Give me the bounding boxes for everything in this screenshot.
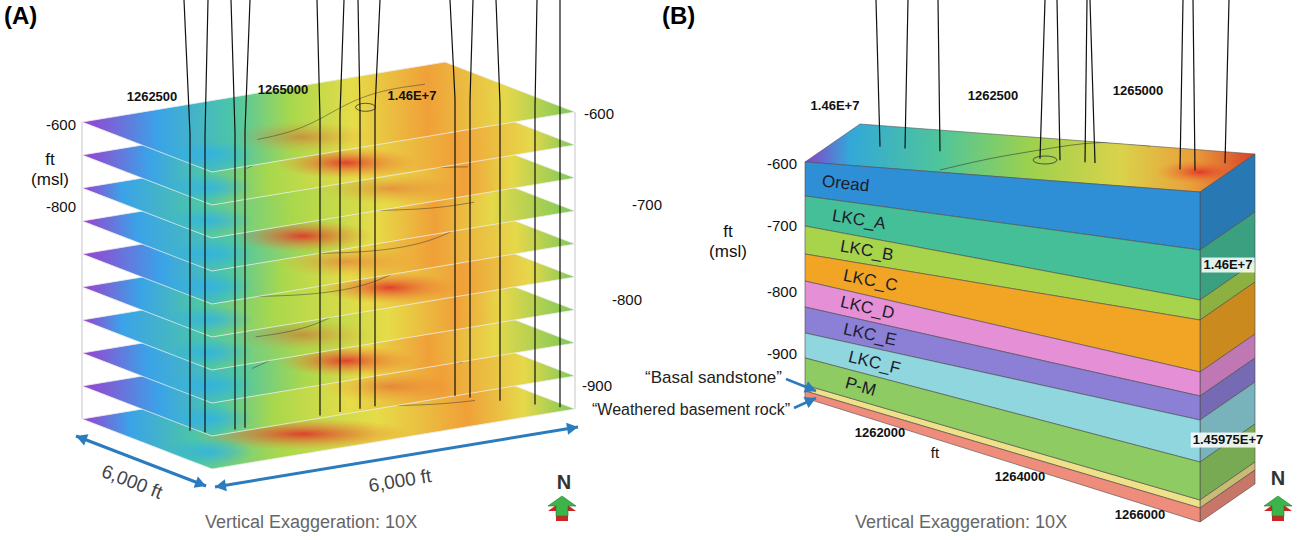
north-arrow-top [548, 496, 576, 516]
low-value-patch [164, 438, 254, 466]
layer-block [805, 124, 1255, 522]
axis-value: 1.46E+7 [388, 89, 437, 104]
slice-surface [82, 62, 575, 172]
well-path [358, 0, 360, 409]
frame-line [82, 122, 83, 419]
elevation-value: -800 [767, 283, 797, 300]
well-path [245, 0, 250, 428]
elevation-value: -700 [632, 196, 662, 213]
axis-value: 1.46E+7 [1202, 258, 1255, 273]
slice-stack [82, 62, 575, 469]
frame-line [575, 112, 576, 409]
band-face [805, 358, 1200, 500]
well-path [1057, 0, 1060, 160]
well-path [205, 0, 208, 432]
low-value-patch [164, 240, 254, 268]
high-value-patch [233, 121, 373, 153]
axis-unit: ft [931, 444, 939, 461]
arrow-head [215, 479, 227, 491]
well-path [905, 0, 908, 149]
low-value-patch [164, 207, 254, 235]
axis-value: 1266000 [1115, 508, 1166, 523]
axis-unit: ft (msl) [705, 222, 751, 261]
axis-value: 1265000 [258, 83, 309, 98]
low-value-patch [164, 405, 254, 433]
arrow-head [194, 476, 206, 487]
well-path [559, 0, 560, 407]
axis-value: 1262500 [127, 90, 178, 105]
well-path [340, 0, 344, 412]
well-path [184, 0, 190, 431]
elevation-value: -800 [612, 291, 642, 308]
exaggeration-note: Vertical Exaggeration: 10X [205, 512, 417, 533]
depth-slice [82, 62, 575, 172]
callout-arrows [786, 379, 816, 408]
layer-callout: “Basal sandstone” [645, 368, 782, 388]
dimension-label: 6,000 ft [367, 465, 433, 497]
well-path [317, 0, 320, 415]
elevation-value: -700 [767, 217, 797, 234]
elevation-value: -600 [767, 155, 797, 172]
axis-value: 1262500 [968, 89, 1019, 104]
elevation-value: -900 [767, 345, 797, 362]
axis-value: 1262000 [855, 426, 906, 441]
well-path [375, 0, 380, 406]
north-arrow-icon [1264, 496, 1292, 521]
axis-value: 1264000 [995, 470, 1046, 485]
exaggeration-note: Vertical Exaggeration: 10X [855, 512, 1067, 533]
axis-value: 1265000 [1113, 84, 1164, 99]
well-path [496, 0, 500, 401]
well-path [1193, 0, 1195, 171]
low-value-patch [164, 372, 254, 400]
elevation-value: -600 [46, 116, 76, 133]
contour-line [940, 143, 1150, 170]
axis-value: 1.46E+7 [811, 99, 860, 114]
arrow-head [804, 381, 816, 392]
well-path [231, 0, 235, 429]
well-path [1085, 0, 1087, 162]
well-path [1225, 0, 1229, 163]
well-path [535, 0, 537, 405]
well-path [876, 0, 880, 147]
north-arrow-icon [548, 496, 576, 521]
layer-callout: “Weathered basement rock” [592, 401, 790, 419]
arrow-head [76, 434, 88, 445]
contour-line [356, 103, 376, 111]
axis-value: 1.45975E+7 [1191, 433, 1265, 448]
north-label: N [1271, 467, 1285, 490]
well-paths [876, 0, 1229, 171]
panel-letter: (B) [662, 2, 695, 30]
elevation-value: -600 [584, 105, 614, 122]
panel-letter: (A) [4, 2, 37, 30]
well-path [470, 0, 473, 397]
arrow-head [803, 397, 816, 408]
well-paths [184, 0, 560, 432]
dimension-label: 6,000 ft [98, 460, 165, 503]
contour-line [1033, 156, 1057, 164]
arrow-head [566, 423, 578, 435]
low-value-patch [164, 273, 254, 301]
well-path [450, 0, 455, 396]
low-value-patch [164, 141, 254, 169]
low-value-patch [164, 306, 254, 334]
low-value-patch [164, 339, 254, 367]
axis-unit: ft (msl) [27, 150, 73, 189]
arrow-shaft [794, 398, 816, 408]
low-value-patch [164, 174, 254, 202]
well-path [938, 0, 940, 151]
well-path [1180, 0, 1183, 169]
well-path [1040, 0, 1045, 159]
north-label: N [557, 471, 571, 494]
north-arrow-top [1264, 496, 1292, 516]
well-path [1090, 0, 1095, 163]
elevation-value: -800 [46, 198, 76, 215]
side-band [1200, 470, 1255, 522]
elevation-value: -900 [582, 377, 612, 394]
